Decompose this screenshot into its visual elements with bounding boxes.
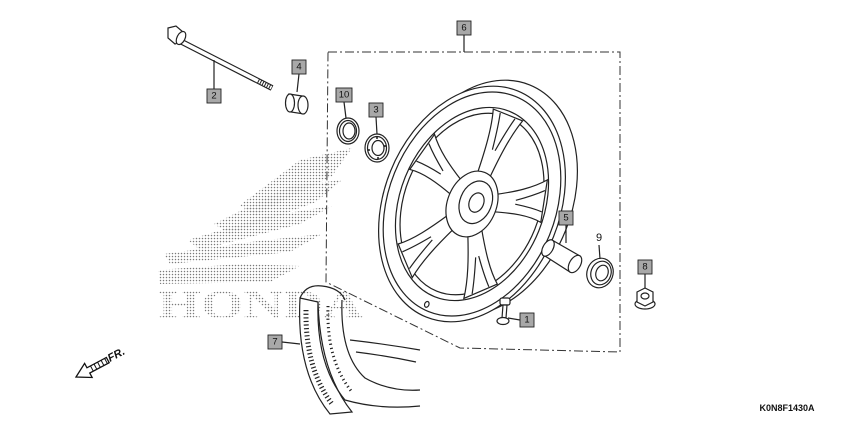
front-direction-indicator: FR.	[74, 346, 127, 379]
honda-wing-logo: HONDA	[158, 148, 363, 327]
callout-4: 4	[291, 59, 307, 75]
diagram-code: K0N8F1430A	[759, 403, 815, 413]
callout-4-label: 4	[296, 62, 301, 73]
axle-nut	[634, 287, 656, 310]
wheel-spoke	[458, 224, 497, 298]
callout-3: 3	[368, 102, 384, 118]
callout-1: 1	[519, 312, 535, 328]
callout-9-label: 9	[596, 232, 602, 244]
axle-bolt	[167, 25, 274, 91]
callout-8: 8	[637, 259, 653, 275]
assembly-outline	[326, 52, 620, 352]
front-arrow-icon	[74, 356, 111, 379]
tire	[298, 285, 421, 415]
callout-10: 10	[335, 87, 353, 103]
callout-7: 7	[267, 334, 283, 350]
callout-8-label: 8	[642, 262, 647, 273]
side-collar	[284, 93, 309, 115]
wheel-rim	[345, 58, 599, 350]
dust-seal	[336, 117, 360, 145]
distance-collar	[541, 239, 583, 274]
wheel-spoke	[469, 109, 523, 182]
callout-3-label: 3	[373, 105, 378, 116]
callout-6: 6	[456, 20, 472, 36]
callout-7-label: 7	[272, 337, 277, 348]
front-label: FR.	[106, 346, 127, 365]
air-valve	[496, 297, 511, 326]
callout-9: 9	[596, 232, 602, 244]
left-bearing	[364, 133, 390, 163]
wheel-spoke	[410, 134, 469, 205]
callout-1-label: 1	[524, 315, 529, 326]
valve-hole	[424, 301, 430, 308]
right-bearing	[586, 257, 614, 289]
callout-6-label: 6	[461, 23, 466, 34]
leader-lines	[213, 35, 646, 345]
callout-5: 5	[558, 210, 574, 226]
front-wheel	[345, 52, 611, 350]
wheel-spoke	[491, 180, 547, 224]
wheel-hub-bore	[466, 191, 487, 215]
callout-5-label: 5	[563, 213, 568, 224]
wheel-spoke	[398, 205, 458, 278]
callout-10-label: 10	[339, 90, 350, 101]
callout-2: 2	[206, 88, 222, 104]
callout-2-label: 2	[211, 91, 216, 102]
